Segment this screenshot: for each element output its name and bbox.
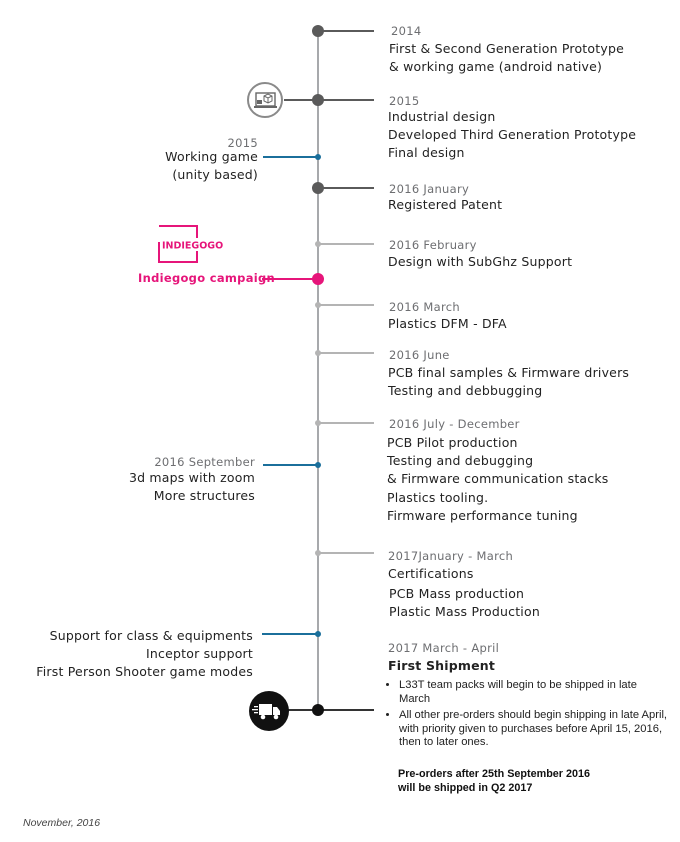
milestone-line: Plastics tooling. <box>387 490 489 505</box>
software-dot-2015 <box>315 154 321 160</box>
device-3d-icon <box>247 82 283 118</box>
indiegogo-logo: INDIEGOGO <box>158 225 234 263</box>
milestone-line: PCB final samples & Firmware drivers <box>388 365 630 380</box>
milestone-dot-2016-march <box>315 302 321 308</box>
connector-2015 <box>284 99 374 101</box>
milestone-dot-2017-january <box>315 550 321 556</box>
milestone-line: PCB Pilot production <box>387 435 518 450</box>
connector-2016-june <box>318 352 374 354</box>
milestone-date-2014: 2014 <box>391 24 422 38</box>
software-date-2016-september: 2016 September <box>154 455 255 469</box>
indiegogo-dot <box>312 273 324 285</box>
connector-software-2016-september <box>263 464 318 466</box>
milestone-line: & working game (android native) <box>389 59 603 74</box>
milestone-date-2016-february: 2016 February <box>389 238 477 252</box>
software-line: Support for class & equipments <box>49 628 253 643</box>
preorder-note: Pre-orders after 25th September 2016 wil… <box>398 767 590 795</box>
shipment-dot <box>312 704 324 716</box>
preorder-note-line: Pre-orders after 25th September 2016 <box>398 768 591 780</box>
milestone-date-2015: 2015 <box>389 94 420 108</box>
milestone-line: First & Second Generation Prototype <box>389 41 624 56</box>
device-3d-icon-glyph <box>254 92 277 108</box>
footer-date: November, 2016 <box>23 817 101 829</box>
connector-2016-march <box>318 304 374 306</box>
milestone-dot-2016-july <box>315 420 321 426</box>
milestone-date-2016-june: 2016 June <box>389 348 450 362</box>
preorder-note-line: will be shipped in Q2 2017 <box>398 782 533 794</box>
milestone-line: Firmware performance tuning <box>387 508 578 523</box>
software-line: Working game <box>165 149 258 164</box>
connector-2016-july <box>318 422 374 424</box>
milestone-line: Final design <box>388 145 465 160</box>
milestone-date-2017-january: 2017January - March <box>388 549 514 563</box>
milestone-line: Registered Patent <box>388 197 503 212</box>
connector-2016-january <box>318 187 374 189</box>
milestone-date-2016-january: 2016 January <box>389 182 470 196</box>
indiegogo-campaign-label: Indiegogo campaign <box>138 271 276 285</box>
software-line: More structures <box>153 488 255 503</box>
milestone-line: PCB Mass production <box>389 586 525 601</box>
software-date-2015: 2015 <box>227 136 258 150</box>
indiegogo-logo-text: INDIEGOGO <box>162 241 223 252</box>
connector-shipment <box>288 709 374 711</box>
connector-2016-february <box>318 243 374 245</box>
milestone-line: Industrial design <box>388 109 496 124</box>
connector-indiegogo <box>262 278 318 280</box>
milestone-line: Plastic Mass Production <box>389 604 540 619</box>
connector-software-2017 <box>262 633 318 635</box>
delivery-truck-icon-glyph <box>252 704 280 720</box>
software-dot-2017 <box>315 631 321 637</box>
delivery-truck-icon <box>249 691 289 731</box>
connector-2014 <box>318 30 374 32</box>
milestone-date-2016-march: 2016 March <box>389 300 460 314</box>
milestone-line: Design with SubGhz Support <box>388 254 573 269</box>
timeline-spine <box>317 31 319 712</box>
software-line: (unity based) <box>172 167 258 182</box>
milestone-line: Certifications <box>388 566 474 581</box>
connector-2017-january <box>318 552 374 554</box>
milestone-line: Testing and debbugging <box>388 383 543 398</box>
milestone-dot-2016-january <box>312 182 324 194</box>
milestone-line: Testing and debugging <box>387 453 534 468</box>
shipment-title: First Shipment <box>388 658 496 673</box>
milestone-date-2017-march: 2017 March - April <box>388 641 500 655</box>
shipment-bullets: L33T team packs will begin to be shipped… <box>386 679 669 753</box>
milestone-dot-2016-june <box>315 350 321 356</box>
milestone-dot-2016-february <box>315 241 321 247</box>
software-line: 3d maps with zoom <box>128 470 255 485</box>
software-line: Inceptor support <box>146 646 253 661</box>
software-dot-2016-september <box>315 462 321 468</box>
milestone-line: & Firmware communication stacks <box>387 471 609 486</box>
milestone-date-2016-july: 2016 July - December <box>389 417 520 431</box>
connector-software-2015 <box>263 156 318 158</box>
list-item: All other pre-orders should begin shippi… <box>399 709 669 750</box>
milestone-line: Developed Third Generation Prototype <box>388 127 637 142</box>
milestone-line: Plastics DFM - DFA <box>388 316 507 331</box>
list-item: L33T team packs will begin to be shipped… <box>399 679 669 706</box>
software-line: First Person Shooter game modes <box>36 664 253 679</box>
milestone-dot-2015 <box>312 94 324 106</box>
milestone-dot-2014 <box>312 25 324 37</box>
